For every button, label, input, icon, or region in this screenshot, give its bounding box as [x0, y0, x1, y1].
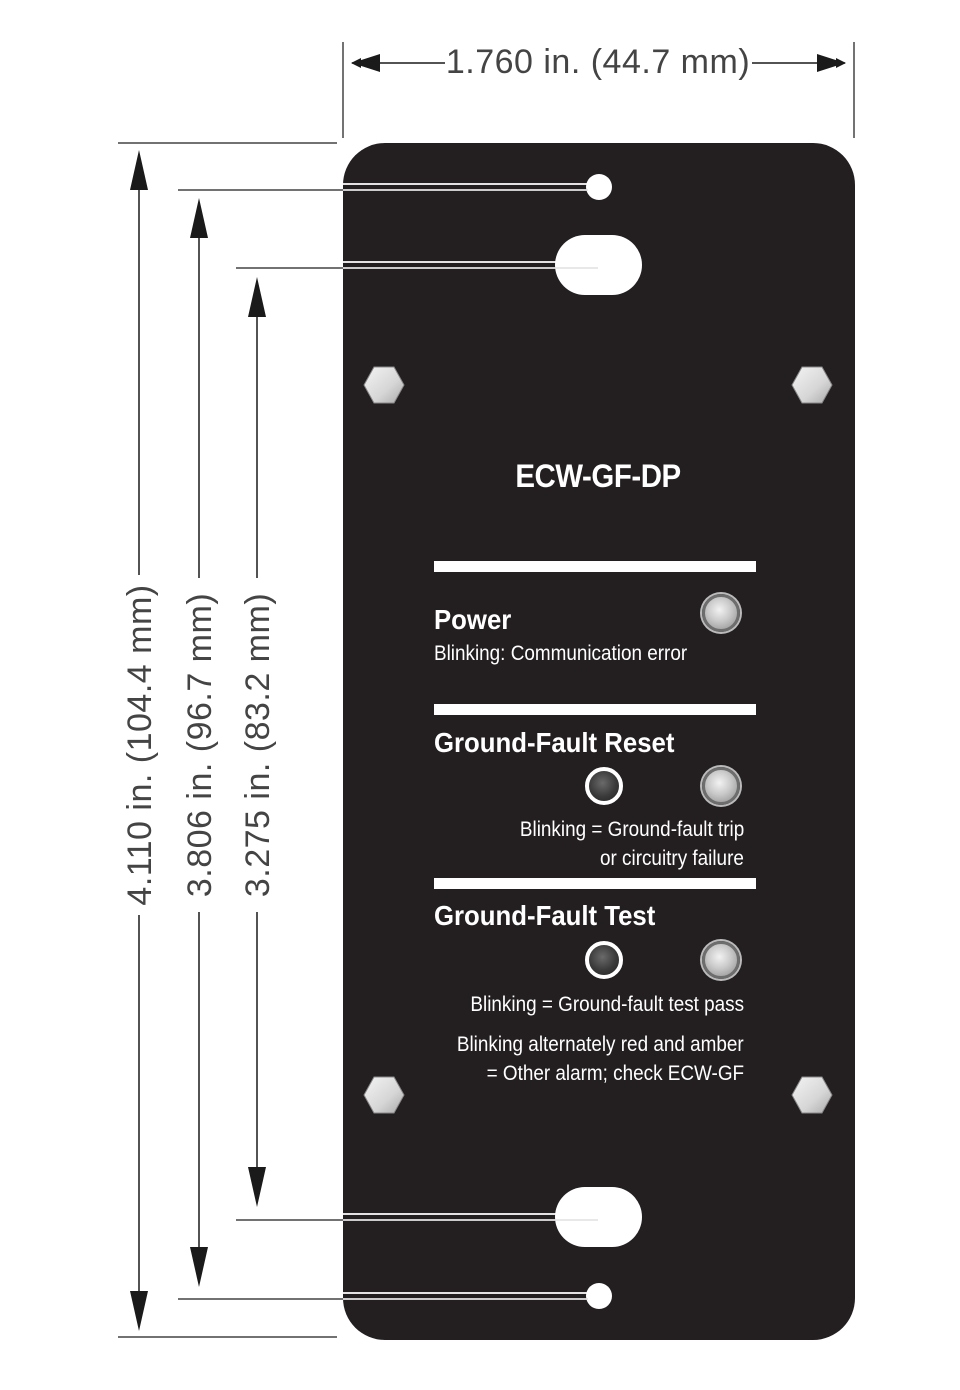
model-label: ECW-GF-DP [515, 458, 681, 494]
width-dimension: 1.760 in. (44.7 mm) [342, 42, 855, 138]
slot-arrowhead-bottom [248, 1167, 266, 1207]
hex-screw-bottom-left [363, 1076, 405, 1114]
overall-arrowhead-top [130, 150, 148, 190]
panel-body [343, 143, 855, 1340]
bottom-mounting-hole [586, 1283, 612, 1309]
power-heading: Power [434, 604, 512, 635]
slot-arrowhead-top [248, 277, 266, 317]
hole-height-dimension: 3.806 in. (96.7 mm) [181, 198, 219, 1287]
power-note: Blinking: Communication error [434, 642, 688, 665]
gf-test-heading: Ground-Fault Test [434, 900, 656, 931]
overall-height-label: 4.110 in. (104.4 mm) [121, 584, 159, 905]
hole-arrowhead-bottom [190, 1247, 208, 1287]
width-arrowhead-left [352, 54, 380, 72]
gf-test-button[interactable] [585, 941, 623, 979]
power-led [702, 594, 740, 632]
slot-height-dimension: 3.275 in. (83.2 mm) [239, 277, 277, 1207]
gf-reset-note-line1: Blinking = Ground-fault trip [519, 818, 744, 841]
divider-power [434, 704, 756, 715]
hex-screw-top-left [363, 366, 405, 404]
gf-reset-heading: Ground-Fault Reset [434, 727, 675, 758]
top-mounting-slot [555, 235, 642, 295]
overall-arrowhead-bottom [130, 1291, 148, 1331]
gf-test-note-line2: Blinking alternately red and amber [457, 1033, 744, 1056]
bottom-mounting-slot [555, 1187, 642, 1247]
gf-reset-button[interactable] [585, 767, 623, 805]
hex-screw-bottom-right [791, 1076, 833, 1114]
hex-screws [363, 366, 833, 1114]
divider-top [434, 561, 756, 572]
top-mounting-hole [586, 174, 612, 200]
gf-test-note-line3: = Other alarm; check ECW-GF [486, 1062, 744, 1085]
width-label: 1.760 in. (44.7 mm) [446, 43, 750, 81]
hole-height-label: 3.806 in. (96.7 mm) [181, 593, 219, 897]
extension-lines-on-panel [343, 183, 598, 1300]
gf-test-led [702, 941, 740, 979]
gf-reset-led [702, 767, 740, 805]
slot-height-label: 3.275 in. (83.2 mm) [239, 593, 277, 897]
gf-test-note-line1: Blinking = Ground-fault test pass [470, 993, 744, 1016]
hex-screw-top-right [791, 366, 833, 404]
width-arrowhead-right [817, 54, 845, 72]
gf-reset-note-line2: or circuitry failure [600, 847, 744, 870]
hole-arrowhead-top [190, 198, 208, 238]
divider-reset [434, 878, 756, 889]
overall-height-dimension: 4.110 in. (104.4 mm) [121, 150, 159, 1331]
